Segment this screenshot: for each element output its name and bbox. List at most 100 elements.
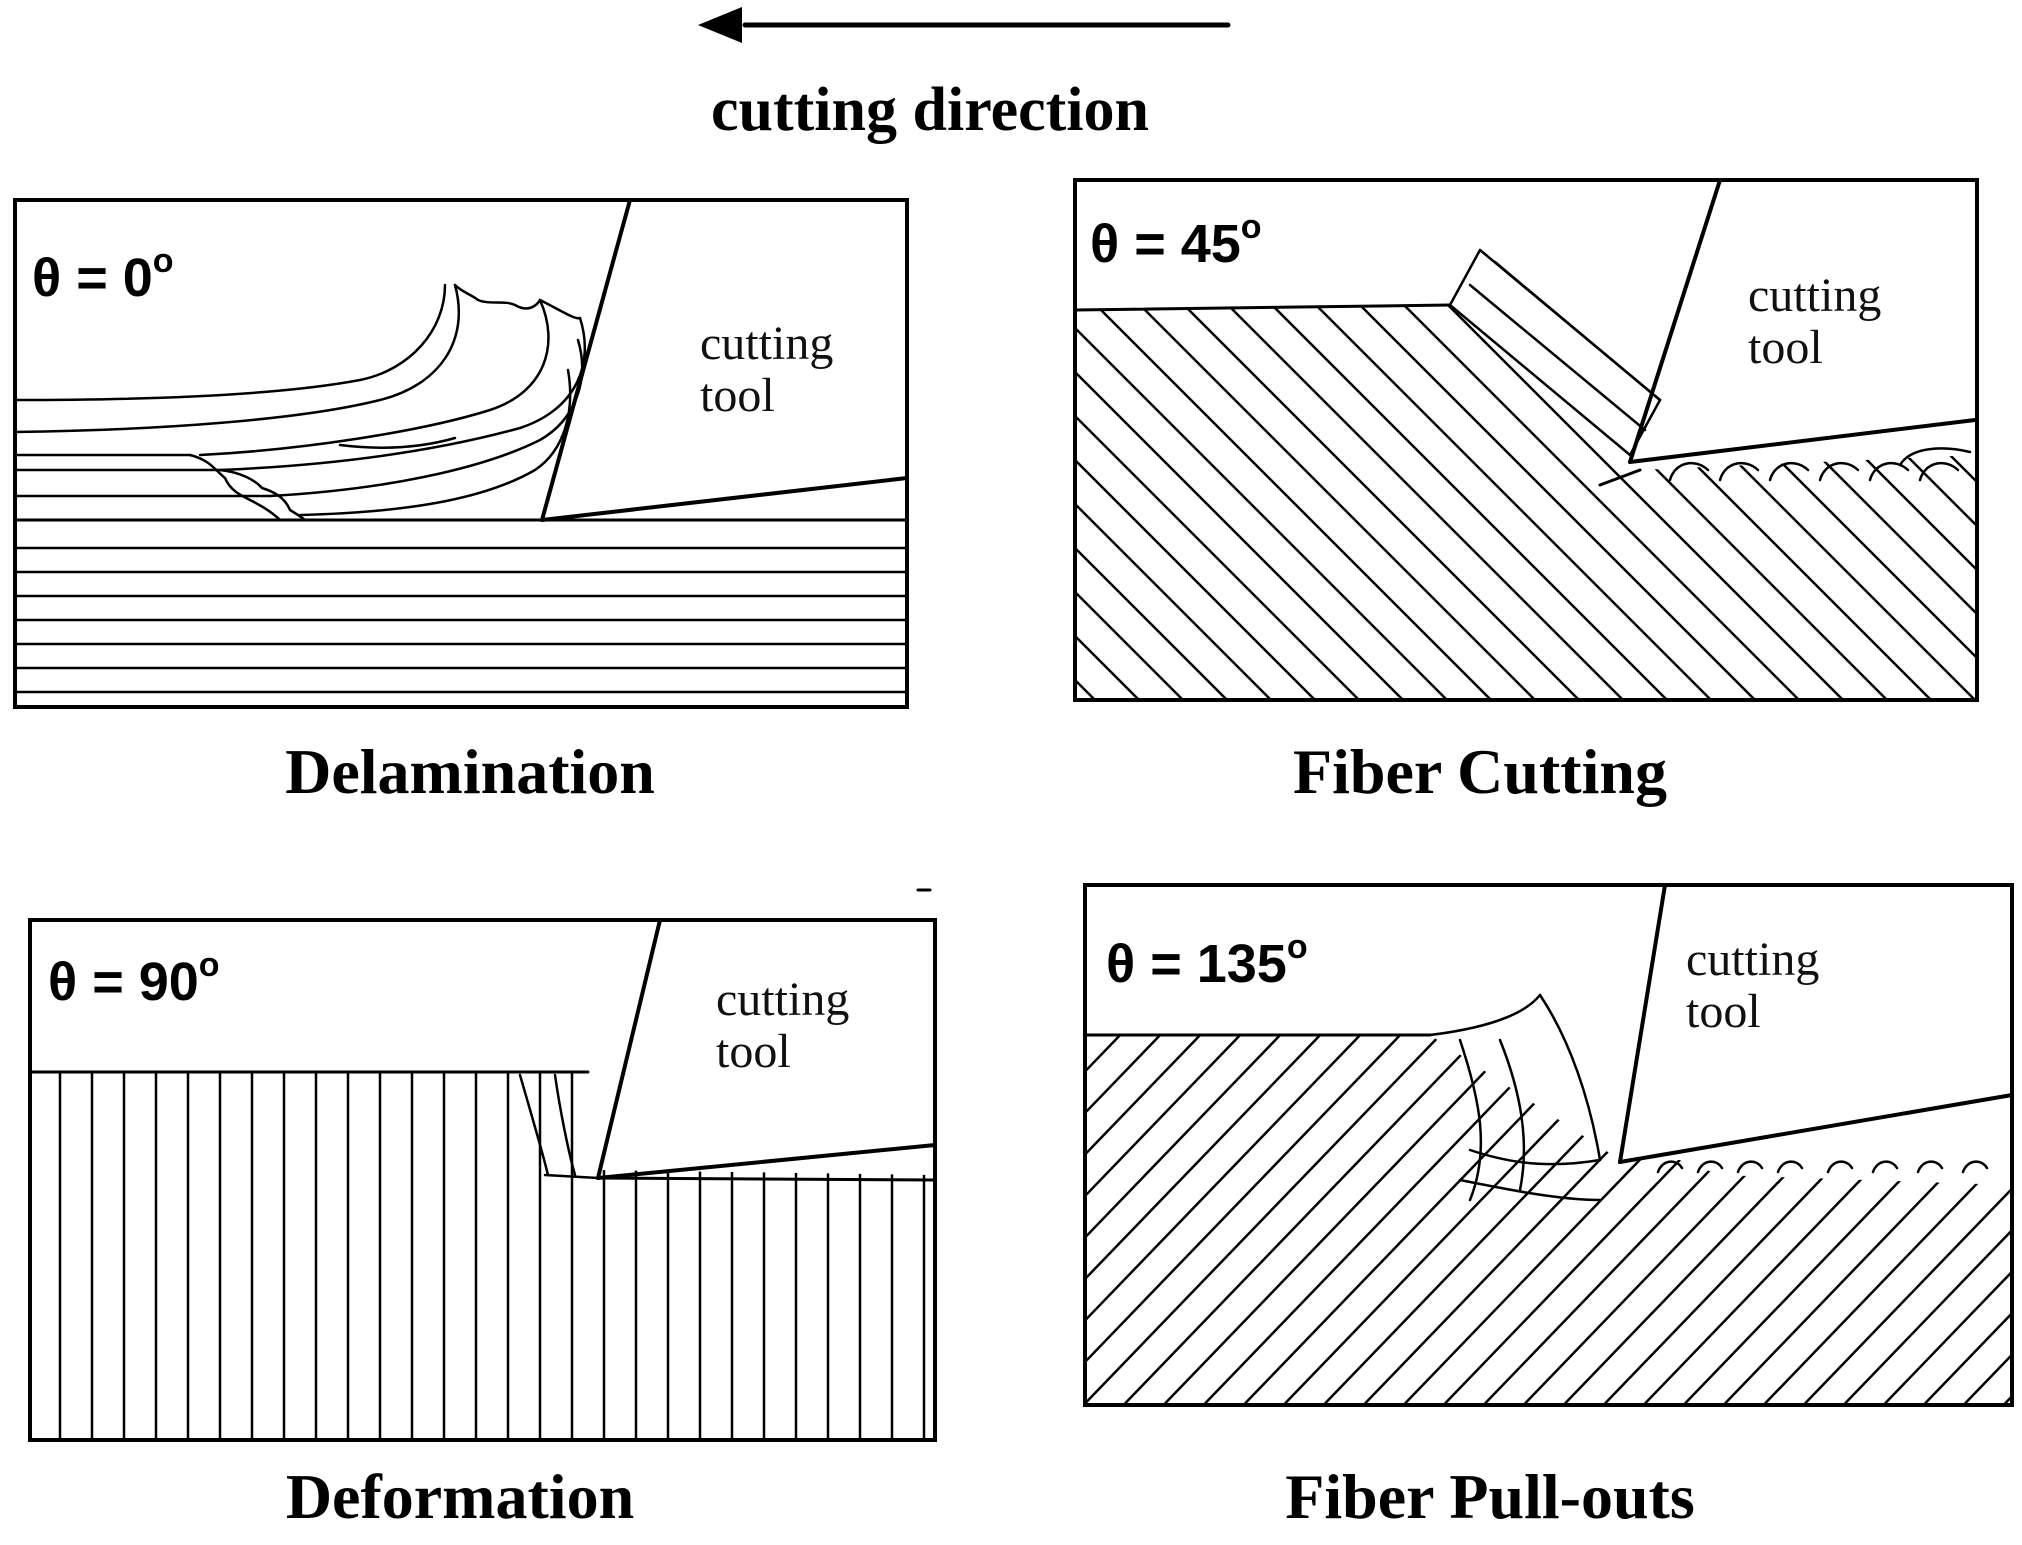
fiber-line <box>1925 1030 2022 1445</box>
fiber-line <box>1575 300 2022 800</box>
fiber-line <box>1179 300 1679 800</box>
fiber-line <box>1267 300 1767 800</box>
fiber-line <box>1845 1030 2022 1445</box>
fiber-line <box>1005 1030 1405 1445</box>
panel-45deg <box>1075 180 1977 700</box>
pulled-fiber-tip <box>1918 1162 1942 1172</box>
tool-label-45: cutting tool <box>1748 270 1881 374</box>
fiber-line <box>885 1030 1285 1445</box>
fiber-line <box>1795 300 2022 800</box>
panel-frame <box>15 200 907 707</box>
theta-text: θ = 45 <box>1090 214 1241 274</box>
fiber-line <box>1085 1030 1485 1445</box>
deformed-fiber <box>520 1075 548 1175</box>
fiber-line <box>1045 1030 1445 1445</box>
fiber-line <box>685 1030 1085 1445</box>
fiber-line <box>805 1030 1205 1445</box>
cut-fiber-end <box>1900 448 1970 465</box>
chip-curve <box>200 300 548 455</box>
fiber-line <box>845 1030 1245 1445</box>
chip-curve <box>340 438 455 448</box>
panel-frame <box>1075 180 1977 700</box>
fiber-line <box>1125 1030 1525 1445</box>
cut-fiber-end <box>1720 463 1758 480</box>
pulled-fiber-tip <box>1698 1162 1722 1172</box>
tool-label-135: cutting tool <box>1686 934 1819 1038</box>
fiber-line <box>1685 1030 2022 1445</box>
tool-flank-face <box>1630 420 1975 462</box>
tool-label-line1: cutting <box>716 973 850 1026</box>
fiber-line <box>1135 300 1635 800</box>
workpiece-surface <box>1075 305 1450 310</box>
tool-flank-face <box>1620 1095 2012 1162</box>
theta-text: θ = 90 <box>48 952 199 1012</box>
tool-rake-face <box>1620 885 1665 1162</box>
tool-label-line1: cutting <box>1686 933 1820 986</box>
fiber-line <box>1003 300 1503 800</box>
fiber-line <box>1751 300 2022 800</box>
tool-label-line1: cutting <box>700 317 834 370</box>
tool-label-line2: tool <box>716 1025 791 1078</box>
fiber-line <box>1399 300 1899 800</box>
chip-curve <box>15 285 459 432</box>
tool-rake-face <box>598 920 660 1178</box>
pulled-fiber-tip <box>1963 1162 1987 1172</box>
fiber-line <box>871 300 1371 800</box>
panel-frame <box>30 920 935 1440</box>
tool-rake-face <box>1630 180 1720 462</box>
fiber-line <box>1091 300 1591 800</box>
pulled-fiber-tip <box>1778 1162 1802 1172</box>
panel-90deg-fibers <box>60 1060 924 1440</box>
cut-fiber-end <box>1770 463 1808 480</box>
tool-label-line1: cutting <box>1748 269 1882 322</box>
panel-0deg <box>15 200 907 707</box>
fiber-line <box>1165 1030 1565 1445</box>
chip-fiber <box>1450 305 1630 455</box>
fiber-line <box>965 1030 1365 1445</box>
theta-label-45: θ = 45o <box>1090 210 1262 271</box>
machined-surface <box>598 1178 935 1180</box>
fiber-line <box>925 1030 1325 1445</box>
fiber-line <box>827 300 1327 800</box>
fiber-line <box>1619 300 2022 800</box>
pulled-fiber <box>1460 1180 1600 1200</box>
tool-rake-face <box>542 200 630 520</box>
fiber-line <box>1883 300 2022 800</box>
fiber-line <box>1725 1030 2022 1445</box>
degree-mark: o <box>1240 208 1262 246</box>
fiber-line <box>765 1030 1165 1445</box>
theta-label-0: θ = 0o <box>32 244 174 305</box>
panel-135deg <box>1085 885 2012 1405</box>
caption-deformation: Deformation <box>285 1461 635 1532</box>
fiber-line <box>915 300 1415 800</box>
cut-fiber-end <box>1820 463 1858 480</box>
degree-mark: o <box>152 242 174 280</box>
pulled-fiber <box>1470 1150 1600 1164</box>
chip-curve <box>1430 995 1540 1035</box>
fiber-line <box>1223 300 1723 800</box>
caption-delamination: Delamination <box>285 736 655 807</box>
theta-text: θ = 0 <box>32 248 153 308</box>
fiber-line <box>959 300 1459 800</box>
fiber-line <box>1443 300 1943 800</box>
direction-arrow-head <box>698 7 742 43</box>
fiber-line <box>2015 300 2022 800</box>
theta-label-90: θ = 90o <box>48 948 220 1009</box>
cut-fiber-end <box>1670 463 1708 480</box>
degree-mark: o <box>198 946 220 984</box>
pulled-fiber-tip <box>1738 1162 1762 1172</box>
caption-fiber-pull-outs: Fiber Pull-outs <box>1285 1461 1695 1532</box>
fiber-line <box>1663 300 2022 800</box>
fiber-line <box>1707 300 2022 800</box>
tool-label-line2: tool <box>1748 321 1823 374</box>
fiber-line <box>1885 1030 2022 1445</box>
pulled-fiber <box>1500 1040 1524 1190</box>
theta-text: θ = 135 <box>1106 934 1287 994</box>
panel-135deg-fibers <box>685 1030 2022 1445</box>
tool-label-line2: tool <box>1686 985 1761 1038</box>
degree-mark: o <box>1286 928 1308 966</box>
delamination-crack <box>250 500 280 520</box>
pulled-fiber-tip <box>1873 1162 1897 1172</box>
chip-curve <box>270 340 582 496</box>
